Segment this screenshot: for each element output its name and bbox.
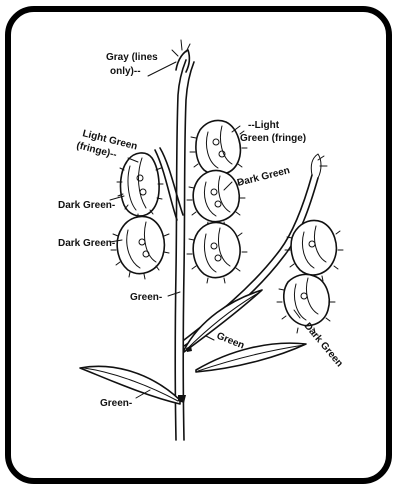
label-light-green-right-line2: Green (fringe) bbox=[240, 133, 306, 144]
label-light-green-right-line1: --Light bbox=[248, 120, 280, 131]
seed-pod-right-lower bbox=[276, 273, 336, 334]
seed-pod-left-upper bbox=[116, 152, 164, 220]
top-bud bbox=[171, 39, 191, 73]
leader-lines bbox=[109, 61, 301, 399]
leaf-lower-left bbox=[79, 365, 181, 405]
seed-pod-center-middle bbox=[186, 169, 246, 228]
left-branch bbox=[154, 147, 184, 221]
label-green-stem: Green- bbox=[130, 292, 162, 303]
label-dark-green-1: Dark Green- bbox=[58, 200, 115, 211]
seed-pod-center-lower bbox=[186, 221, 248, 284]
leaf-middle bbox=[183, 289, 263, 353]
seed-pod-left-lower bbox=[110, 215, 170, 280]
label-gray-line1: Gray (lines bbox=[106, 52, 158, 63]
label-gray-line2: only)-- bbox=[110, 66, 141, 77]
label-dark-green-2: Dark Green- bbox=[58, 238, 115, 249]
leaf-base-shading bbox=[178, 346, 192, 403]
label-green-bottom: Green- bbox=[100, 398, 132, 409]
leaf-lower-right bbox=[195, 342, 307, 373]
